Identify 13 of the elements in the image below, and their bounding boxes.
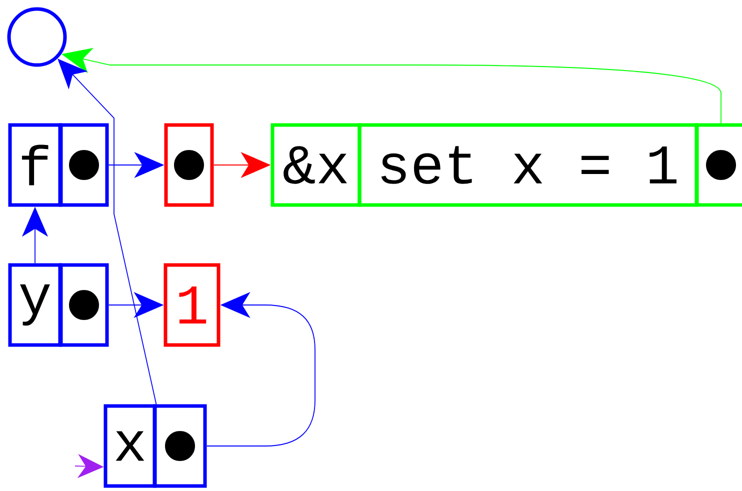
variable-cell: f xyxy=(8,123,62,207)
pointer-cell xyxy=(59,123,109,207)
arrow xyxy=(58,58,157,405)
pointer-cell xyxy=(153,404,207,488)
circle-node xyxy=(7,7,67,67)
variable-cell: y xyxy=(8,263,62,347)
code-cell: &x xyxy=(270,123,362,207)
pointer-cell xyxy=(695,123,742,207)
code-cell: set x = 1 xyxy=(358,123,698,207)
value-cell: 1 xyxy=(164,263,220,347)
variable-cell: x xyxy=(104,404,156,488)
pointer-cell xyxy=(164,123,214,207)
pointer-cell xyxy=(59,263,109,347)
